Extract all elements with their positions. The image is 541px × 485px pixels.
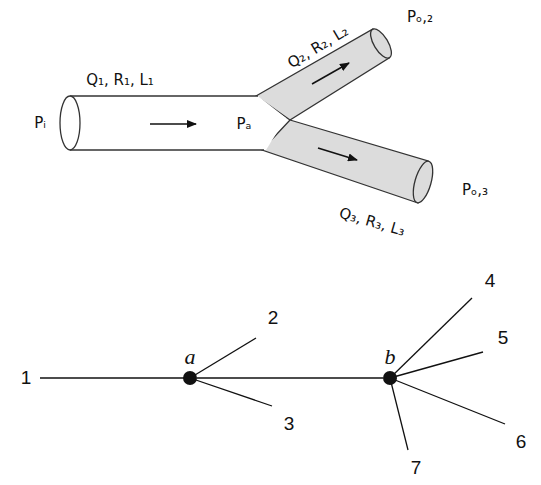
- branch-number: 3: [284, 414, 295, 435]
- branch-number: 4: [485, 271, 496, 292]
- tree-edge: [197, 377, 383, 378]
- branch-number: 6: [516, 432, 527, 453]
- flow-label: Q₁, R₁, L₁: [86, 72, 154, 89]
- junction-dot: a: [183, 371, 197, 385]
- junction-dot: b: [383, 371, 397, 385]
- branch-number: 1: [21, 368, 32, 389]
- node-letter: b: [385, 345, 396, 369]
- flow-label: Q₃, R₃, L₃: [337, 205, 407, 240]
- branch-number: 7: [411, 458, 422, 479]
- node-letter: a: [185, 345, 196, 369]
- pressure-label: Pₒ,₃: [462, 182, 488, 199]
- pressure-label: Pᵢ: [34, 115, 46, 132]
- branch-number: 2: [268, 308, 279, 329]
- branch-number: 5: [498, 328, 509, 349]
- pressure-label: Pₐ: [237, 116, 252, 133]
- pressure-label: Pₒ,₂: [407, 9, 433, 26]
